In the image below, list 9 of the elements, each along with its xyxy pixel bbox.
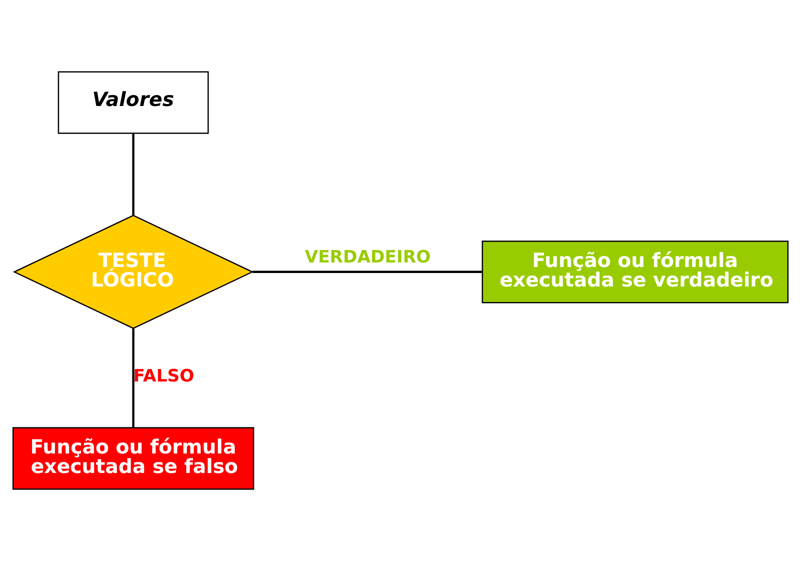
node-box: Função ou fórmula executada se verdadeiro (482, 240, 789, 304)
connector (252, 270, 482, 274)
edge-label: FALSO (133, 366, 194, 386)
node-diamond: TESTE LÓGICO (12, 214, 254, 330)
connector (132, 328, 134, 428)
connector (132, 133, 134, 216)
edge-label: VERDADEIRO (304, 247, 431, 268)
node-box: Função ou fórmula executada se falso (12, 427, 254, 490)
node-box: Valores (58, 71, 209, 134)
